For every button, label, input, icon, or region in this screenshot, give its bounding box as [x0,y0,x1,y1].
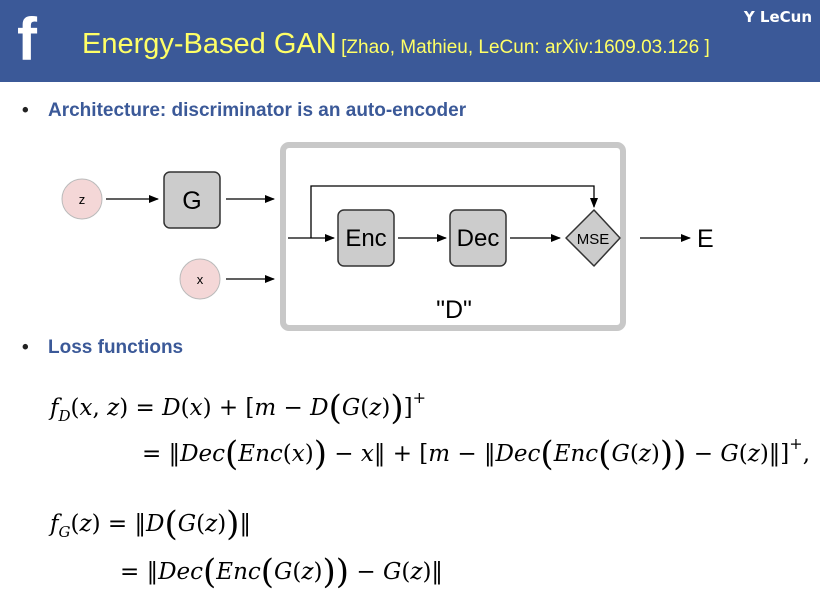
decoder-box [449,209,507,267]
bullet-dot: • [22,100,29,121]
bullet-loss: • Loss functions [22,337,183,359]
z-label: z [79,192,86,207]
generator-box [163,171,221,229]
bullet-dot: • [22,337,29,358]
encoder-label: Enc [345,225,386,252]
x-label: x [197,272,204,287]
equation-fd-line2: = ‖Dec(Enc(x)) − x‖ + [m − ‖Dec(Enc(G(z)… [142,434,810,474]
decoder-label: Dec [457,225,500,252]
header-bar: f Energy-Based GAN [Zhao, Mathieu, LeCun… [0,0,820,82]
skip-connection-arrow [310,185,598,238]
energy-label: E [697,225,714,253]
encoder-box [337,209,395,267]
ebgan-diagram: z G x Enc Dec MSE E "D" [61,142,714,331]
title-main: Energy-Based GAN [82,28,337,60]
slide-title: Energy-Based GAN [Zhao, Mathieu, LeCun: … [82,28,710,61]
x-node [179,258,221,300]
generator-label: G [182,187,201,215]
equation-fg-line2: = ‖Dec(Enc(G(z))) − G(z)‖ [120,552,443,592]
mse-node [565,209,621,267]
title-citation: [Zhao, Mathieu, LeCun: arXiv:1609.03.126… [341,37,710,58]
equation-fg-line1: fG(z) = ‖D(G(z))‖ [50,504,251,544]
bullet-architecture: • Architecture: discriminator is an auto-… [22,100,466,122]
bullet-architecture-text: Architecture: discriminator is an auto-e… [48,100,467,121]
equation-fd-line1: fD(x, z) = D(x) + [m − D(G(z))]+ [50,388,426,428]
z-node [61,178,103,220]
facebook-logo-icon: f [17,6,37,73]
mse-label: MSE [577,231,610,248]
bullet-loss-text: Loss functions [48,337,184,358]
discriminator-label: "D" [436,296,472,324]
author-label: Y LeCun [743,8,812,26]
